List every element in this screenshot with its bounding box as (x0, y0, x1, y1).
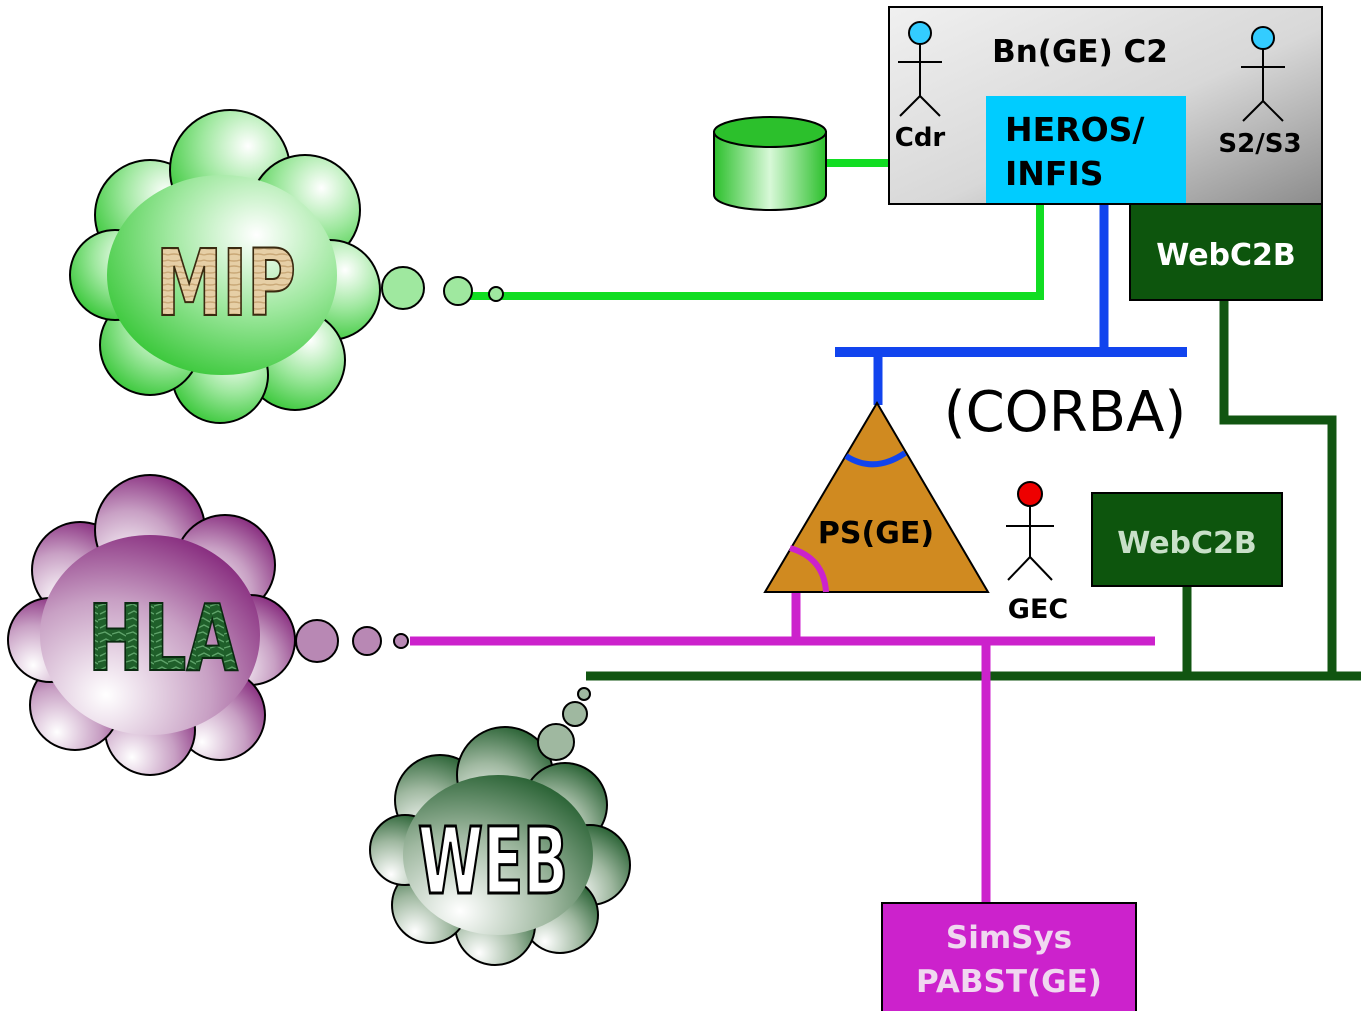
web-cloud-label: WEB (418, 808, 568, 915)
simsys-box: SimSys PABST(GE) (881, 902, 1137, 1011)
webc2b-top-link-line (1219, 300, 1337, 676)
simsys-line2: PABST(GE) (916, 964, 1102, 1000)
mip-cloud-label: MIP (156, 230, 296, 337)
mip-link-line (470, 200, 1044, 300)
mip-thought-bubbles (381, 266, 504, 310)
hla-thought-bubbles (295, 619, 409, 663)
database-icon (713, 116, 827, 211)
ps-ge-label: PS(GE) (818, 516, 934, 551)
heros-infis-line2: INFIS (1005, 154, 1103, 193)
gec-actor-icon (1006, 481, 1054, 581)
s2-s3-actor-label: S2/S3 (1218, 129, 1301, 159)
web-thought-bubbles (537, 687, 591, 761)
hla-cloud: HLA (7, 474, 296, 776)
triangle-top-arc (844, 450, 907, 468)
web-cloud: WEB (369, 726, 631, 966)
heros-infis-box (986, 96, 1186, 203)
cdr-actor-label: Cdr (895, 123, 946, 153)
bn-ge-c2-title: Bn(GE) C2 (992, 34, 1168, 70)
webc2b-top-box: WebC2B (1129, 203, 1323, 301)
gec-actor-label: GEC (1008, 594, 1068, 625)
webc2b-mid-box: WebC2B (1091, 492, 1283, 587)
cdr-actor-icon (898, 21, 942, 117)
triangle-left-arc (789, 545, 829, 593)
s2-s3-actor-icon (1241, 26, 1285, 122)
mip-cloud: MIP (69, 109, 381, 424)
corba-label: (CORBA) (944, 380, 1187, 445)
webc2b-mid-label: WebC2B (1117, 526, 1257, 561)
bn-ge-c2-box: Bn(GE) C2 Cdr S2/S3 HEROS/ INFIS (888, 6, 1323, 205)
hla-cloud-label: HLA (88, 585, 238, 692)
webc2b-top-label: WebC2B (1156, 238, 1296, 273)
heros-infis-line1: HEROS/ (1005, 110, 1145, 149)
simsys-line1: SimSys (946, 920, 1072, 956)
ps-ge-triangle: PS(GE) (763, 401, 990, 593)
